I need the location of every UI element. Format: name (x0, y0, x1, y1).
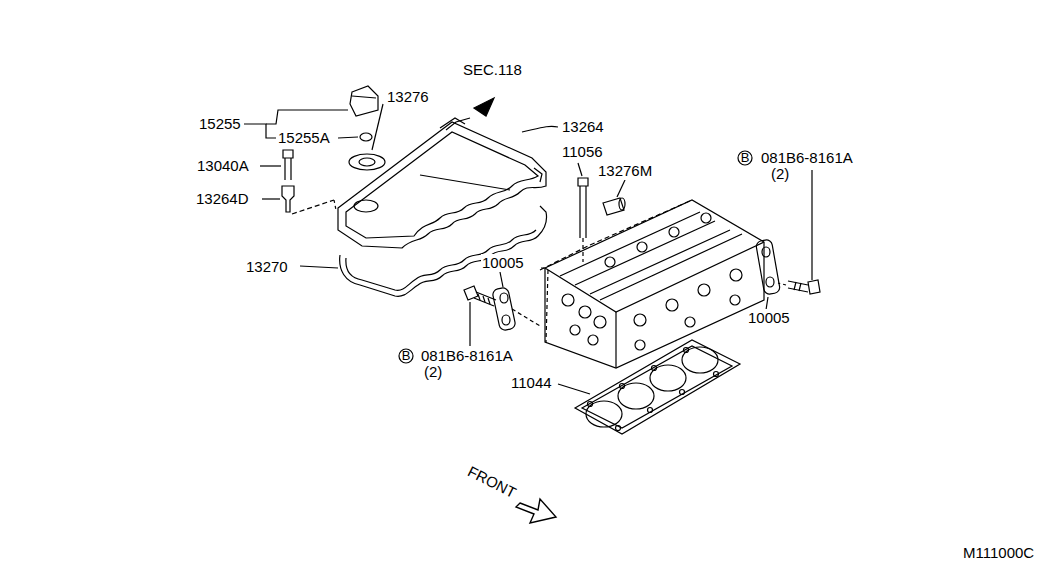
part-number: 13264D (195, 190, 250, 208)
circled-letter: B (401, 347, 412, 365)
part-number: 13264 (561, 118, 605, 136)
part-number: 13276M (597, 162, 653, 180)
section-reference: SEC.118 (462, 61, 523, 79)
part-number: 13270 (245, 258, 289, 276)
figure-code: M111000C (962, 544, 1035, 562)
quantity: (2) (423, 363, 443, 381)
part-number: 15255A (277, 129, 331, 147)
part-number: 11056 (561, 143, 604, 161)
part-number: 10005 (481, 254, 525, 272)
circled-letter: B (740, 149, 751, 167)
quantity: (2) (770, 165, 790, 183)
part-number: 13040A (196, 157, 250, 175)
part-number: 11044 (510, 374, 553, 392)
direction-label: FRONT (464, 462, 520, 502)
part-number: 13276 (386, 88, 430, 106)
part-number: 15255 (198, 115, 242, 133)
part-number: 10005 (747, 309, 791, 327)
